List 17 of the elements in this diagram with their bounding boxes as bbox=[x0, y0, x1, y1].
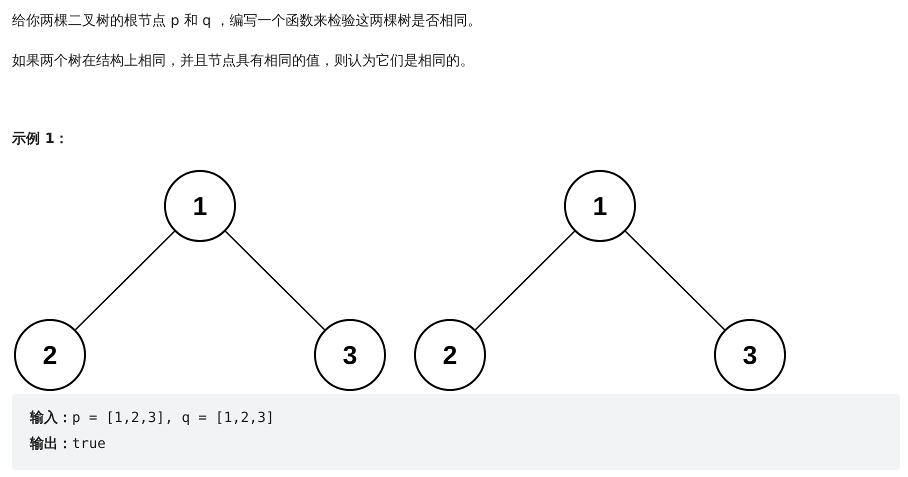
output-line: 输出：true bbox=[30, 435, 106, 453]
tree-edge bbox=[225, 230, 325, 330]
tree-edge bbox=[625, 230, 725, 330]
problem-statement: 给你两棵二叉树的根节点 p 和 q ，编写一个函数来检验这两棵树是否相同。 bbox=[12, 12, 482, 30]
problem-statement: 如果两个树在结构上相同，并且节点具有相同的值，则认为它们是相同的。 bbox=[12, 52, 474, 70]
node-value: 3 bbox=[342, 340, 358, 370]
node-value: 3 bbox=[742, 340, 758, 370]
input-line: 输入：p = [1,2,3], q = [1,2,3] bbox=[30, 409, 274, 427]
tree-node-circle bbox=[164, 170, 236, 242]
node-value: 1 bbox=[192, 190, 208, 222]
tree-edge bbox=[75, 230, 175, 330]
tree-edge bbox=[475, 230, 575, 330]
node-value: 2 bbox=[442, 340, 458, 370]
node-value: 1 bbox=[592, 190, 608, 222]
node-value: 2 bbox=[42, 340, 58, 370]
example-heading: 示例 1： bbox=[12, 130, 69, 148]
tree-node-circle bbox=[564, 170, 636, 242]
